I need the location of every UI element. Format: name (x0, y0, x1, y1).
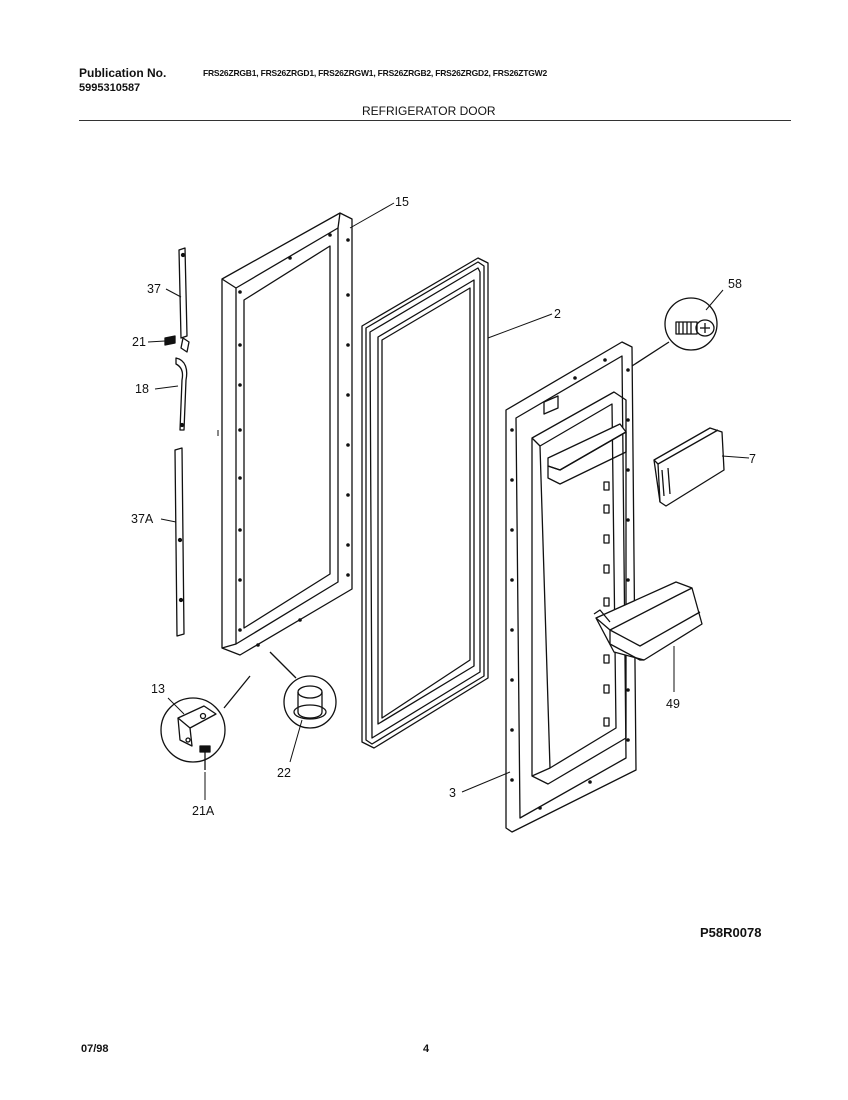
door-gasket-part-2 (361, 257, 489, 749)
dairy-door-part-7 (653, 427, 725, 507)
hinge-strip-part-37 (178, 247, 188, 339)
model-list: FRS26ZRGB1, FRS26ZRGD1, FRS26ZRGW1, FRS2… (203, 68, 548, 78)
callout-3: 3 (449, 786, 456, 800)
upper-dairy-compartment (547, 423, 627, 485)
shelf-supports (603, 481, 610, 727)
door-stop-detail-part-22 (269, 651, 337, 729)
inner-door-panel-part-3 (505, 341, 637, 833)
header-rule (79, 120, 791, 121)
publication-label: Publication No. (79, 66, 167, 80)
callout-21: 21 (132, 335, 146, 349)
frame-screw-holes (238, 233, 350, 647)
callout-18: 18 (135, 382, 149, 396)
screw-detail-part-58 (631, 297, 718, 367)
door-frame-part-15 (217, 212, 353, 656)
leader-lines (147, 202, 750, 800)
publication-number: 5995310587 (79, 82, 141, 94)
page-number: 4 (423, 1043, 430, 1055)
callout-37a: 37A (131, 512, 154, 526)
screw-part-21 (164, 335, 190, 353)
door-bin-part-49 (593, 581, 703, 661)
hinge-strip-part-37a (174, 447, 185, 637)
callout-13: 13 (151, 682, 165, 696)
hinge-bracket-detail (160, 675, 251, 770)
publication-date: 07/98 (81, 1043, 109, 1055)
callout-58: 58 (728, 277, 742, 291)
diagram-reference-code: P58R0078 (700, 925, 762, 940)
panel-screw-holes (510, 358, 630, 810)
callout-21a: 21A (192, 804, 215, 818)
diagram-title: REFRIGERATOR DOOR (362, 104, 496, 118)
callout-49: 49 (666, 697, 680, 711)
callout-15: 15 (395, 195, 409, 209)
callout-37: 37 (147, 282, 161, 296)
hinge-spring-part-18 (175, 357, 188, 431)
callout-2: 2 (554, 307, 561, 321)
callout-22: 22 (277, 766, 291, 780)
callout-7: 7 (749, 452, 756, 466)
